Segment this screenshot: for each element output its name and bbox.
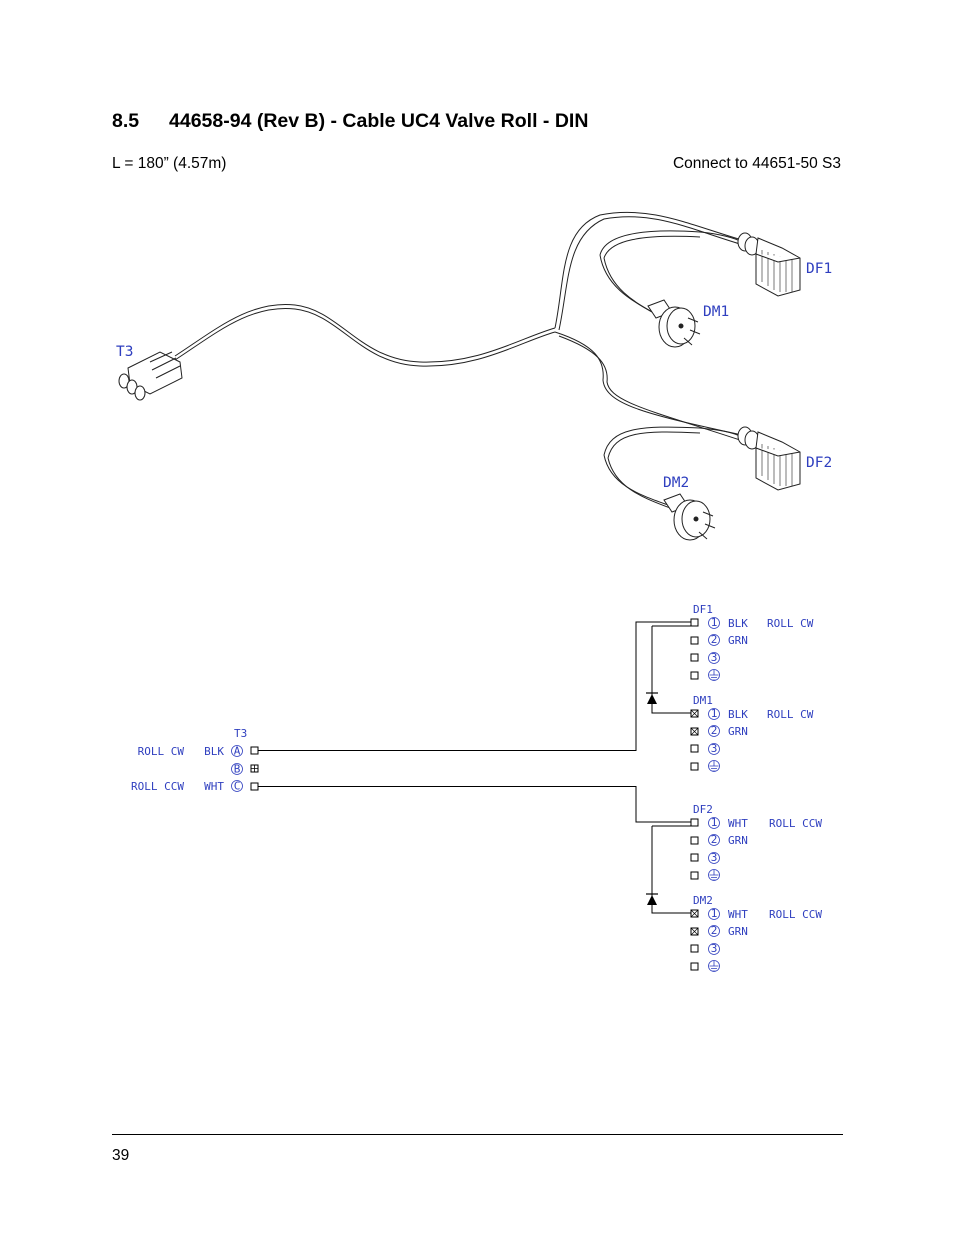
t3-label: T3 — [116, 344, 133, 360]
df1-pin-2: 2 — [711, 633, 718, 646]
cable-illustration — [174, 211, 743, 509]
df2-ground-icon — [708, 869, 720, 881]
dm2-label: DM2 — [663, 475, 689, 491]
diode-2-icon — [646, 893, 658, 905]
df1-label: DF1 — [806, 261, 832, 277]
dm2-pin-2: 2 — [711, 924, 718, 937]
df1-row-2-color: GRN — [728, 634, 748, 647]
section-heading: 8.5 44658-94 (Rev B) - Cable UC4 Valve Ro… — [112, 110, 588, 133]
df2-pin-2: 2 — [711, 833, 718, 846]
wiring-schematic: T3 ROLL CW BLK A B ROLL CCW WHT C — [131, 603, 822, 972]
dm1-row-1-signal: ROLL CW — [767, 708, 814, 721]
section-title: 44658-94 (Rev B) - Cable UC4 Valve Roll … — [169, 110, 589, 132]
schematic-wires — [258, 621, 691, 914]
df1-ground-icon — [708, 669, 720, 681]
df2-pin-1: 1 — [711, 816, 718, 829]
t3-row-a-color: BLK — [204, 745, 224, 758]
section-number: 8.5 — [112, 110, 140, 132]
df2-connector-icon — [737, 426, 801, 491]
df1-schematic-block: DF1 1 2 3 BLK GRN ROLL CW — [690, 603, 814, 681]
df2-label: DF2 — [806, 455, 832, 471]
t3-pin-b: B — [234, 763, 241, 776]
dm2-pin-3: 3 — [711, 942, 718, 955]
diode-1-icon — [646, 692, 658, 704]
df1-schematic-title: DF1 — [693, 603, 713, 616]
dm1-row-1-color: BLK — [728, 708, 748, 721]
df2-schematic-title: DF2 — [693, 803, 713, 816]
df1-row-1-signal: ROLL CW — [767, 617, 814, 630]
cable-length: L = 180” (4.57m) — [112, 155, 227, 172]
dm2-pin-1: 1 — [711, 907, 718, 920]
dm2-connector-icon — [663, 493, 716, 541]
footer-divider — [112, 1134, 843, 1135]
t3-terminal-c — [250, 782, 259, 791]
dm1-schematic-title: DM1 — [693, 694, 713, 707]
dm2-row-2-color: GRN — [728, 925, 748, 938]
dm2-schematic-title: DM2 — [693, 894, 713, 907]
dm1-schematic-block: DM1 1 2 3 BLK GRN ROLL CW — [690, 694, 814, 772]
df2-schematic-block: DF2 1 2 3 WHT GRN ROLL CCW — [690, 803, 822, 881]
df2-row-1-color: WHT — [728, 817, 748, 830]
t3-schematic-title: T3 — [234, 727, 247, 740]
dm2-ground-icon — [708, 960, 720, 972]
dm1-pin-1: 1 — [711, 707, 718, 720]
t3-row-c-signal: ROLL CCW — [131, 780, 184, 793]
df1-pin-1: 1 — [711, 616, 718, 629]
page-number: 39 — [112, 1147, 130, 1164]
dm2-schematic-block: DM2 1 2 3 WHT GRN ROLL CCW — [690, 894, 822, 972]
df2-row-1-signal: ROLL CCW — [769, 817, 822, 830]
dm2-row-1-color: WHT — [728, 908, 748, 921]
df1-row-1-color: BLK — [728, 617, 748, 630]
dm2-row-1-signal: ROLL CCW — [769, 908, 822, 921]
df2-row-2-color: GRN — [728, 834, 748, 847]
df2-pin-3: 3 — [711, 851, 718, 864]
dm1-pin-3: 3 — [711, 742, 718, 755]
df1-pin-3: 3 — [711, 651, 718, 664]
t3-terminal-a — [250, 746, 259, 755]
t3-row-c-color: WHT — [204, 780, 224, 793]
connect-note: Connect to 44651-50 S3 — [672, 155, 841, 172]
t3-row-a-signal: ROLL CW — [138, 745, 185, 758]
df1-connector-icon — [737, 232, 801, 297]
t3-pin-c: C — [234, 780, 241, 793]
t3-pin-a: A — [234, 745, 241, 758]
dm1-row-2-color: GRN — [728, 725, 748, 738]
t3-connector-icon — [118, 351, 183, 401]
dm1-ground-icon — [708, 760, 720, 772]
dm1-pin-2: 2 — [711, 724, 718, 737]
dm1-label: DM1 — [703, 304, 729, 320]
dm1-connector-icon — [647, 299, 701, 348]
